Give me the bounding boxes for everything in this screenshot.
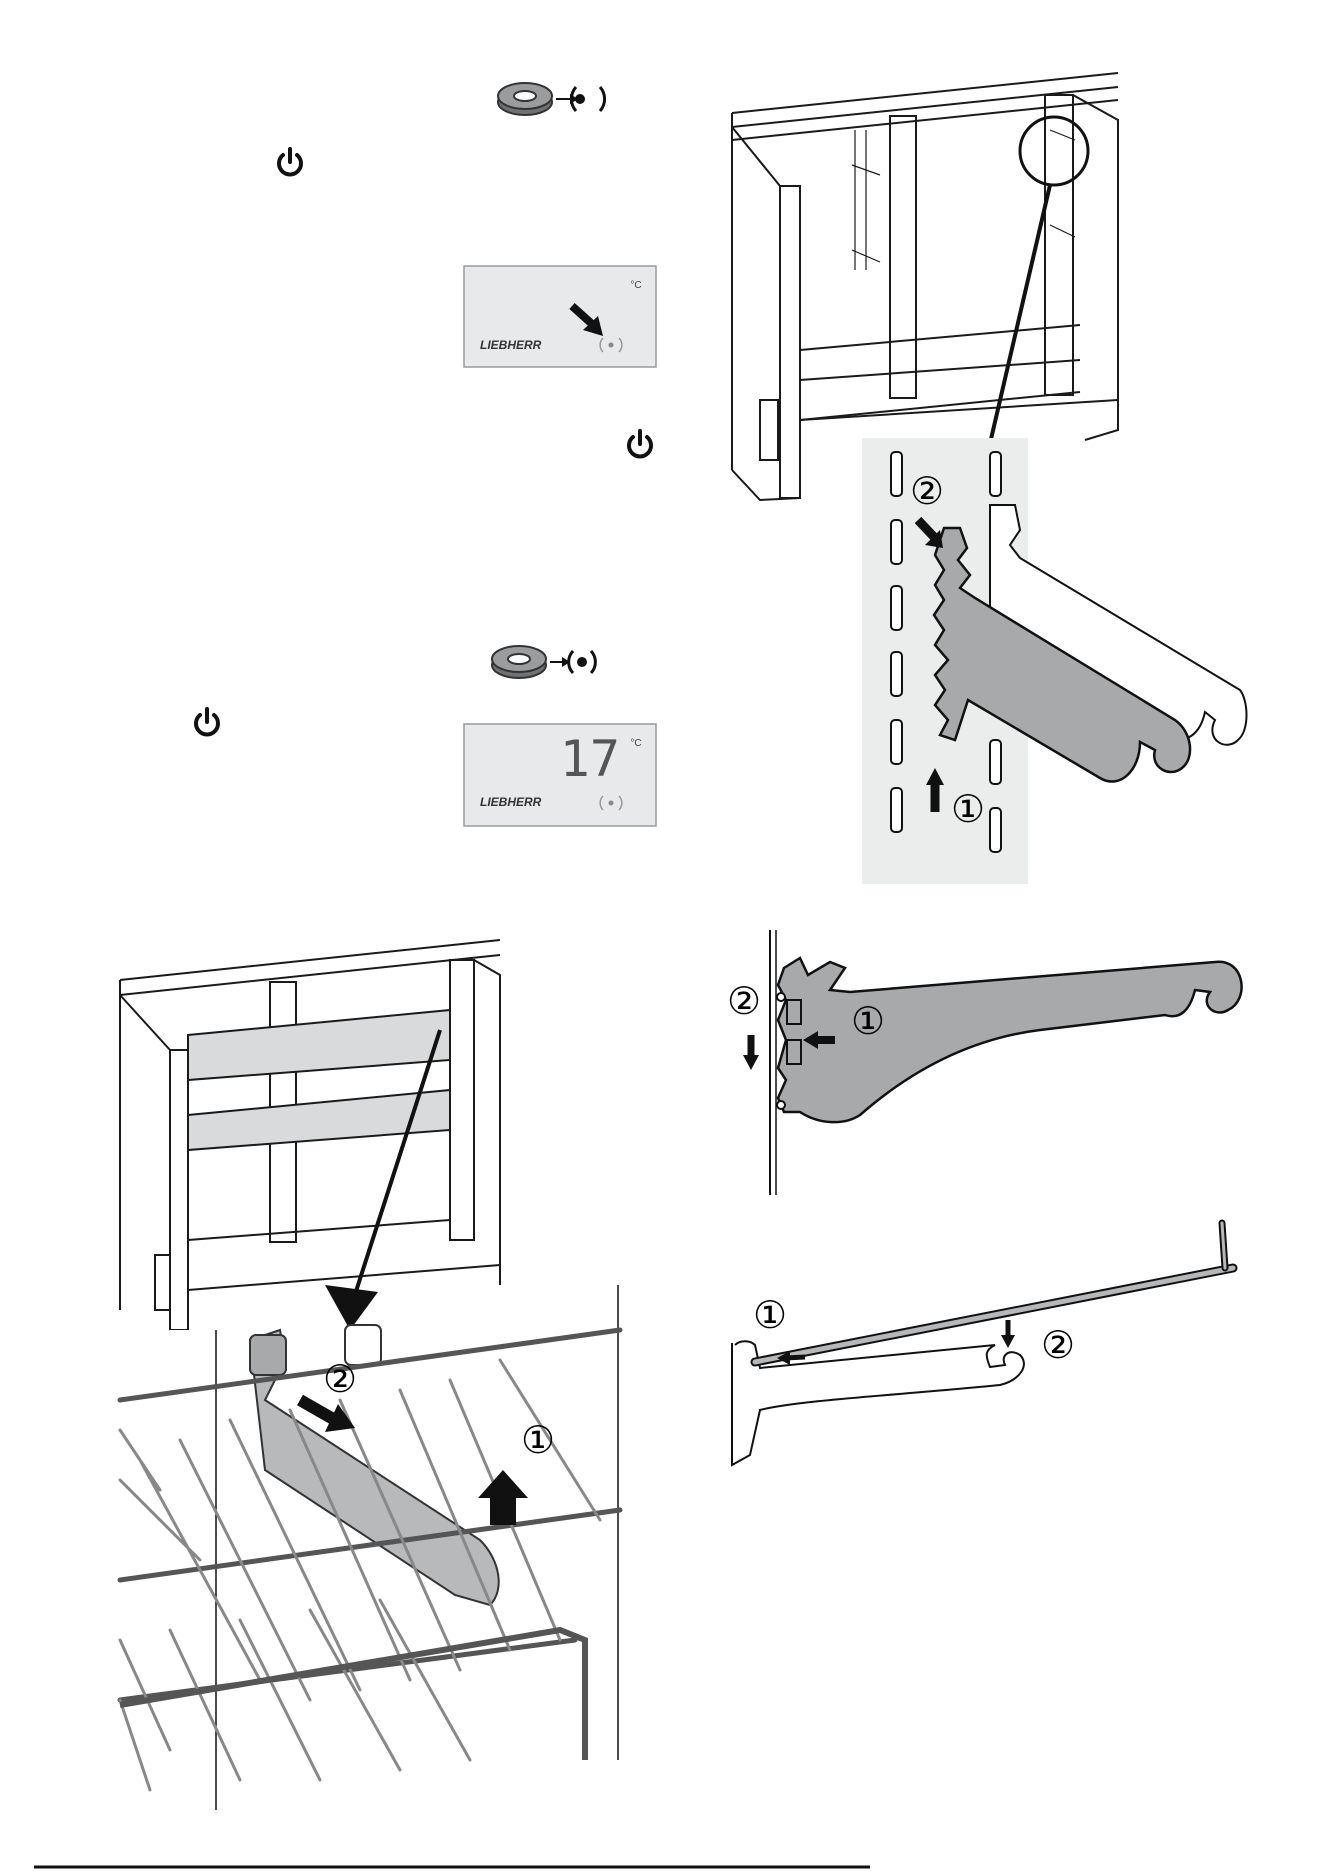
cabinet-illustration-bottom xyxy=(120,940,500,1330)
step-marker-1: ① xyxy=(851,999,885,1043)
bracket-side-view: ② ① xyxy=(727,930,1242,1195)
step-marker-2: ② xyxy=(910,469,944,513)
brand-logo: LIEBHERR xyxy=(480,795,542,809)
power-icon xyxy=(279,149,301,174)
magnet-sensor-icon-bottom xyxy=(492,646,595,678)
sensor-icon xyxy=(569,651,596,673)
power-icon xyxy=(196,709,218,734)
display-temperature: 17 xyxy=(560,730,620,788)
display-unit: °C xyxy=(630,280,641,291)
step-marker-1: ① xyxy=(521,1418,555,1462)
rail-panel-detail: ② ① xyxy=(862,438,1247,884)
rod-bracket-view: ① ② xyxy=(732,1223,1233,1465)
detail-highlight-circle xyxy=(1020,117,1088,185)
display-panel-top: °C LIEBHERR xyxy=(464,266,656,367)
wire-shelf-detail: ② ① xyxy=(120,1285,620,1810)
detail-pointer-arrow xyxy=(350,1030,440,1310)
detail-pointer-arrow xyxy=(985,185,1050,465)
sensor-icon xyxy=(571,87,604,111)
step-marker-1: ① xyxy=(753,1293,787,1337)
magnet-ring-icon xyxy=(498,83,552,115)
power-icon xyxy=(629,431,651,456)
display-panel-bottom: 17 °C LIEBHERR xyxy=(464,724,656,826)
cabinet-illustration-top xyxy=(732,73,1118,500)
step-marker-2: ② xyxy=(323,1357,357,1401)
step-marker-1: ① xyxy=(951,787,985,831)
brand-logo: LIEBHERR xyxy=(480,338,542,352)
magnet-ring-icon xyxy=(492,646,546,678)
magnet-sensor-icon-top xyxy=(498,83,605,115)
display-unit: °C xyxy=(630,738,641,749)
step-marker-2: ② xyxy=(1041,1323,1075,1367)
step-marker-2: ② xyxy=(727,979,761,1023)
